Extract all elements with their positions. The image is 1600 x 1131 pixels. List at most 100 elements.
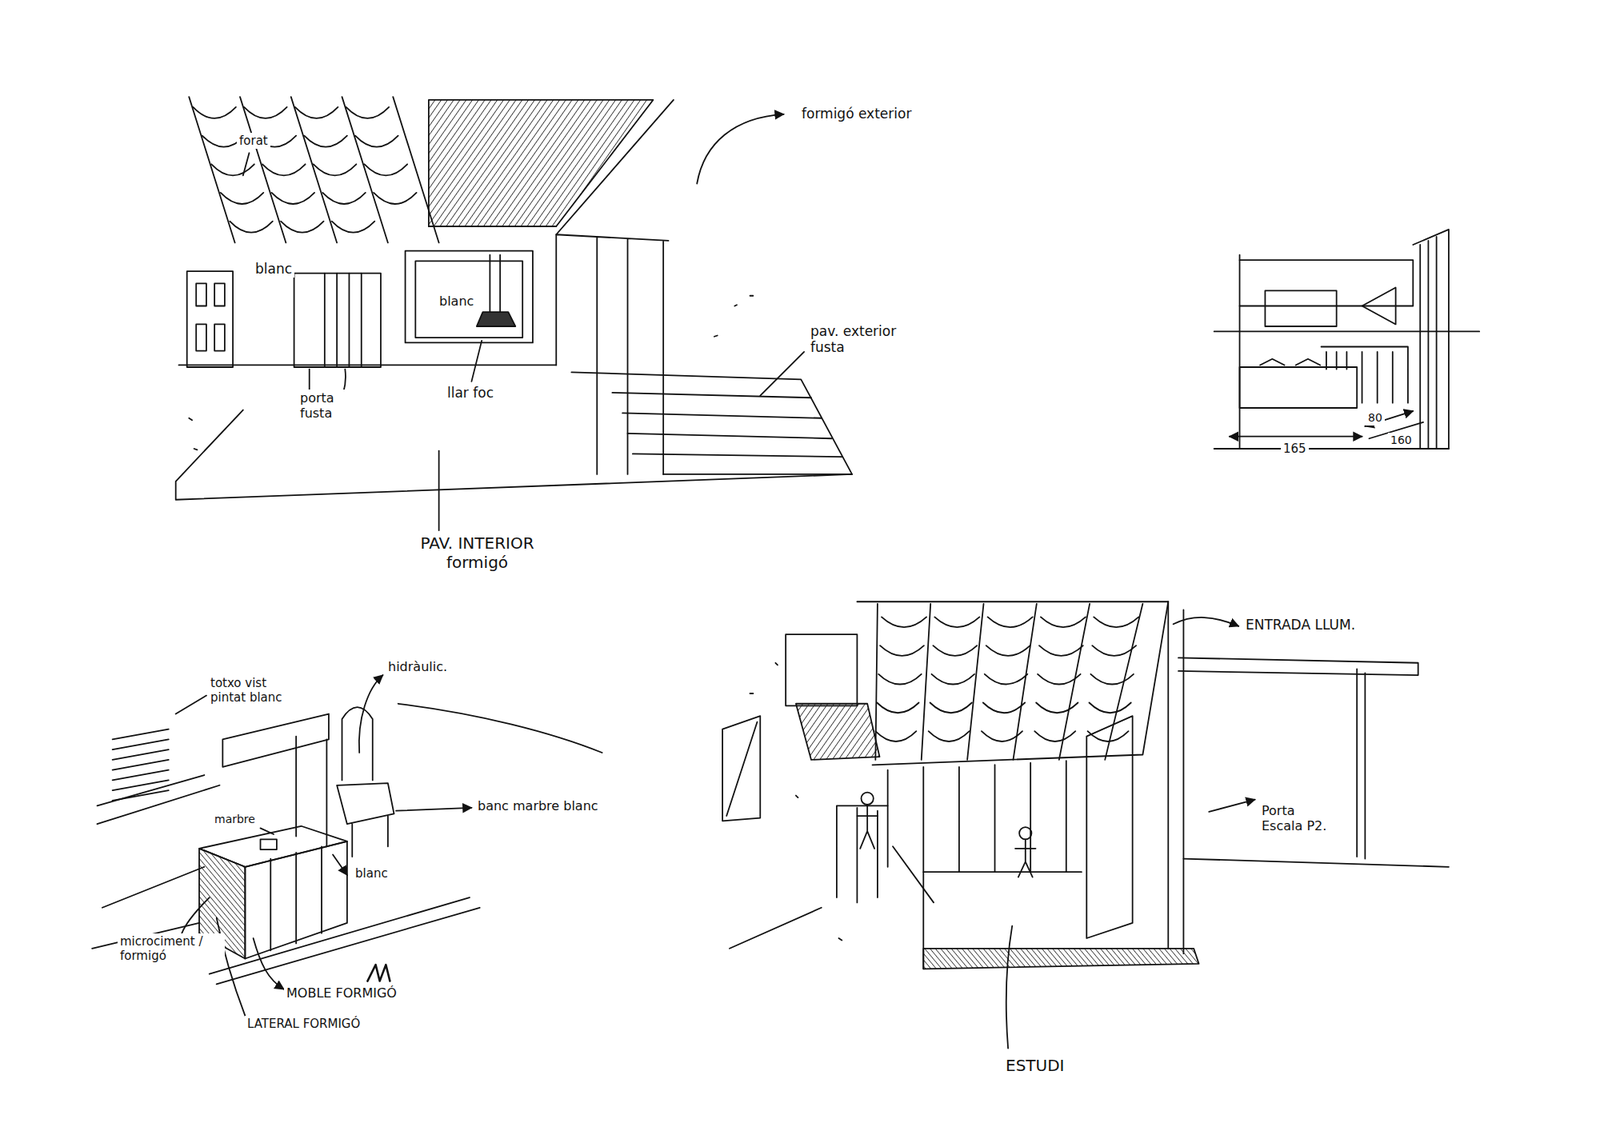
annotation-label: PAV. INTERIOR formigó [413,532,541,573]
bedroom-sketch-line [1364,411,1413,427]
vault-arc [1039,645,1084,656]
bedroom-sketch-line [1214,255,1480,449]
studio-sketch-line [722,716,760,821]
living-room-sketch-line [471,340,482,382]
kitchen-sketch-line [260,828,275,835]
living-room-sketch-line [760,352,804,396]
bedroom-sketch [1214,229,1480,449]
vault-arc [364,164,408,176]
annotation-label: 80 [1365,410,1385,426]
living-room-sketch-line [556,100,674,235]
vault-arc [272,192,316,204]
vault-arc [1036,702,1078,713]
annotation-label: hidràulic. [385,658,450,676]
living-room-sketch [176,96,852,531]
annotation-label: microciment / formigó [117,933,225,964]
vault-arc [881,616,927,628]
studio-sketch-line [888,760,1067,969]
studio-sketch-line [1173,617,1240,627]
studio-sketch-line [785,634,857,706]
kitchen-sketch-line [396,808,472,812]
studio-sketch-line [1015,839,1036,877]
studio-sketch-line [796,704,880,760]
annotation-label: ENTRADA LLUM. [1243,616,1358,634]
kitchen-sketch-line [260,839,277,850]
living-room-sketch-line [612,392,842,457]
studio-sketch-line [1356,668,1365,859]
vault-arc [211,164,255,176]
kitchen-sketch-line [398,704,603,753]
vault-arc [295,107,339,119]
living-room-sketch-line [294,273,381,368]
vault-arc [880,645,924,656]
vault-arc [332,221,376,233]
vault-arc [1093,616,1139,628]
vault-arc [1088,702,1131,713]
vault-arc [876,702,919,713]
annotation-label: Porta Escala P2. [1259,802,1336,835]
living-room-sketch-line [428,225,556,228]
kitchen-sketch-line [112,729,169,801]
joist-line [875,604,878,760]
kitchen-sketch-line [359,675,384,753]
vault-arc [988,616,1033,628]
studio-sketch-line [1019,827,1032,840]
studio-sketch [722,601,1449,1048]
vault-arc [322,192,366,204]
studio-sketch-line [1168,601,1184,954]
living-room-sketch-line [438,451,440,531]
vault-arc [373,192,417,204]
vault-arc [1088,731,1129,742]
living-room-sketch-line [179,364,557,367]
bedroom-sketch-line [1240,367,1358,408]
kitchen-sketch-line [367,964,390,981]
living-room-sketch-line [556,234,668,475]
bedroom-sketch-line [1321,347,1408,404]
living-room-sketch-line [571,372,852,475]
vault-arc [930,702,972,713]
annotation-label: blanc [252,260,295,278]
kitchen-sketch-line [216,918,246,1016]
vault-arc [983,702,1025,713]
annotation-label: marbre [212,812,258,828]
annotation-label: porta fusta [297,389,359,422]
annotation-label: formigó exterior [799,104,914,123]
kitchen-sketch-line [253,938,284,990]
annotation-label: pav. exterior fusta [808,322,910,357]
living-room-sketch-line [196,324,207,351]
living-room-sketch-line [188,296,753,451]
annotation-label: ESTUDI [1003,1055,1068,1076]
vault-arc [931,674,975,685]
kitchen-sketch-line [176,696,207,715]
joist-line [1104,604,1143,760]
annotation-label: MOBLE FORMIGÓ [284,984,400,1002]
vault-arc [1092,645,1136,656]
annotation-label: llar foc [444,384,496,402]
vault-arc [934,616,980,628]
bedroom-sketch-line [1264,290,1336,327]
studio-sketch-line [923,872,1199,969]
annotation-label: totxo vist pintat blanc [208,675,307,706]
studio-sketch-line [836,805,934,903]
joist-line [1012,604,1036,760]
kitchen-sketch [92,675,603,1016]
vault-arc [346,107,390,119]
vault-arc [244,107,288,119]
vault-arc [986,645,1031,656]
joist-line [392,96,439,243]
studio-sketch-line [729,859,1449,949]
studio-sketch-line [875,604,1143,760]
bedroom-sketch-line [1229,436,1363,438]
vault-arc [932,645,977,656]
living-room-sketch-line [405,251,533,344]
vault-arc [928,731,970,742]
living-room-sketch-line [476,255,516,327]
vault-arc [192,107,236,119]
studio-sketch-line [1006,926,1013,1049]
living-room-sketch-line [428,100,654,227]
studio-sketch-line [856,804,878,849]
studio-sketch-line [861,792,874,805]
vault-arc [984,674,1028,685]
